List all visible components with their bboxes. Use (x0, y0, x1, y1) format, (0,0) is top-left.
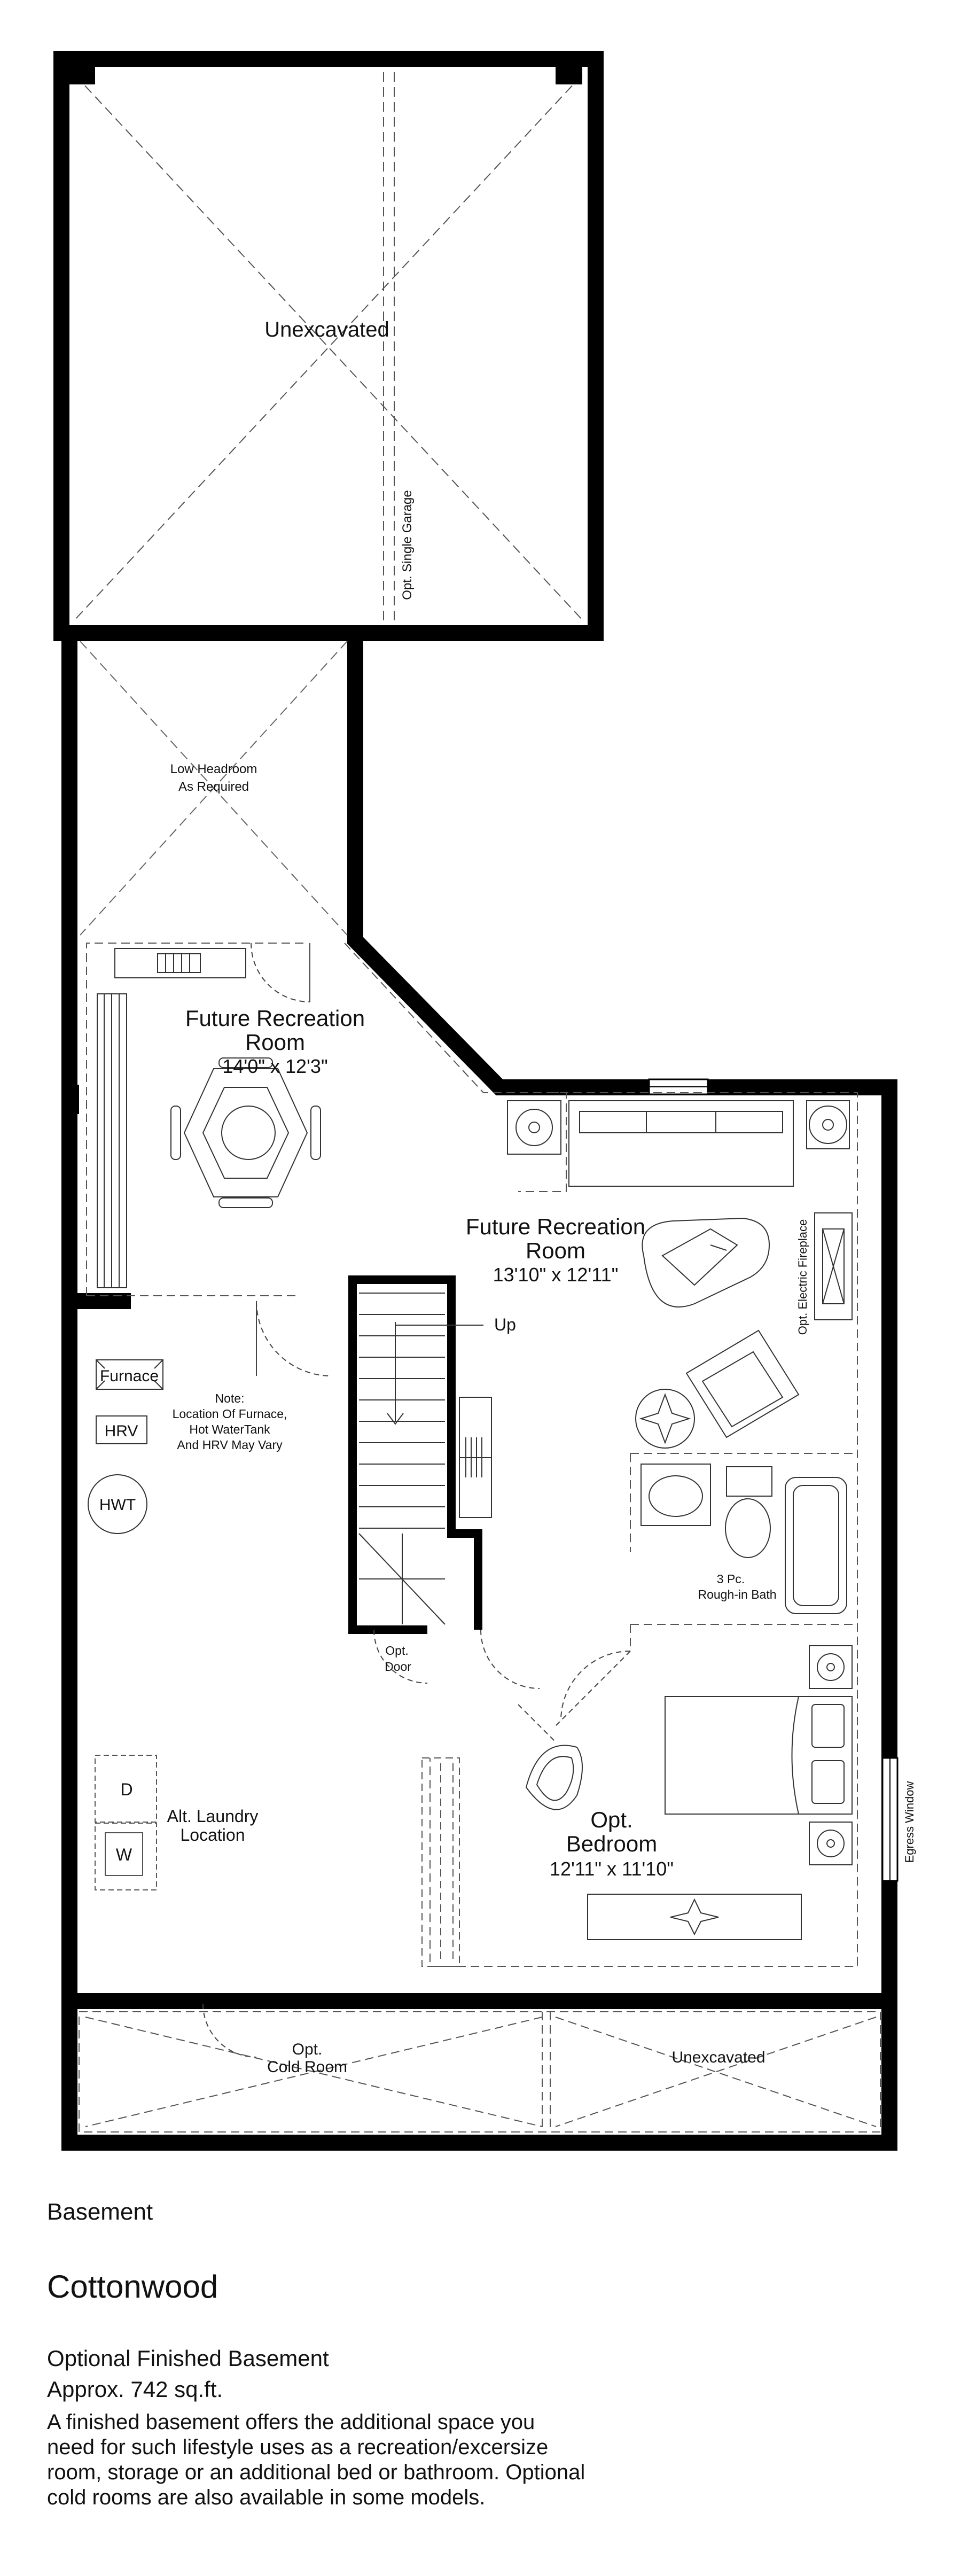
rec-room-1-name-2: Room (245, 1030, 305, 1055)
rec-room-2-dims: 13'10" x 12'11" (493, 1264, 619, 1286)
single-garage-label: Opt. Single Garage (400, 490, 415, 600)
bath-label-1: 3 Pc. (717, 1572, 745, 1586)
opt-door-label-2: Door (385, 1660, 411, 1674)
note-line-2: Location Of Furnace, (173, 1407, 287, 1421)
rec-room-2-furniture (507, 1100, 853, 1449)
square-footage: Approx. 742 sq.ft. (47, 2377, 223, 2402)
cold-room-label-2: Cold Room (267, 2058, 347, 2076)
laundry-label-2: Location (181, 1825, 245, 1845)
rec-room-2-name-2: Room (526, 1238, 585, 1263)
unexcavated-bottom-label: Unexcavated (671, 2049, 765, 2066)
laundry (95, 1755, 157, 1890)
low-headroom-label-1: Low Headroom (170, 762, 257, 776)
stairs (358, 1293, 483, 1625)
cold-room-area (79, 2011, 881, 2133)
rec-room-1-furniture (97, 948, 321, 1288)
stair-walls (348, 1275, 482, 1634)
unexcavated-top-label: Unexcavated (264, 318, 389, 341)
up-label: Up (494, 1315, 516, 1334)
corner-post (68, 63, 95, 84)
cold-room-label-1: Opt. (292, 2041, 323, 2058)
dryer-label: D (120, 1780, 132, 1799)
low-headroom-area (80, 641, 348, 936)
garage-area (53, 51, 604, 641)
rec-room-1-name-1: Future Recreation (185, 1006, 365, 1031)
garage-door-post (556, 63, 582, 84)
basement-floor-plan: Unexcavated Opt. Single Garage Low Headr… (53, 51, 916, 2151)
note-line-3: Hot WaterTank (189, 1422, 270, 1436)
model-name: Cottonwood (47, 2269, 218, 2305)
laundry-label-1: Alt. Laundry (167, 1807, 259, 1826)
hwt-label: HWT (99, 1496, 136, 1514)
bedroom-furniture (525, 1645, 853, 1940)
fireplace-label: Opt. Electric Fireplace (796, 1219, 809, 1335)
mechanical (88, 1359, 163, 1534)
note-line-4: And HRV May Vary (177, 1438, 283, 1452)
bedroom-dims: 12'11" x 11'10" (550, 1858, 674, 1880)
bedroom-label-1: Opt. (590, 1807, 632, 1832)
exterior-walls (61, 633, 897, 2151)
bath-label-2: Rough-in Bath (698, 1587, 776, 1601)
rec-room-1-dims: 14'0" x 12'3" (222, 1055, 327, 1077)
door-swings (202, 943, 631, 2058)
furnace-label: Furnace (100, 1367, 159, 1385)
plan-subtitle: Optional Finished Basement (47, 2346, 329, 2371)
rec-room-2-name-1: Future Recreation (466, 1214, 645, 1239)
note-line-1: Note: (215, 1391, 245, 1405)
floor-label: Basement (47, 2199, 153, 2225)
egress-window-label: Egress Window (903, 1781, 916, 1863)
bedroom-closet (421, 1757, 460, 1967)
hrv-label: HRV (105, 1422, 138, 1440)
left-window (63, 1085, 79, 1114)
finished-area-outline (86, 943, 858, 1967)
bath-fixtures (640, 1464, 847, 1614)
opt-door-label-1: Opt. (385, 1644, 408, 1657)
washer-label: W (116, 1845, 132, 1864)
low-headroom-label-2: As Required (178, 780, 249, 794)
plan-description: A finished basement offers the additiona… (47, 2410, 585, 2509)
bedroom-label-2: Bedroom (566, 1831, 657, 1856)
